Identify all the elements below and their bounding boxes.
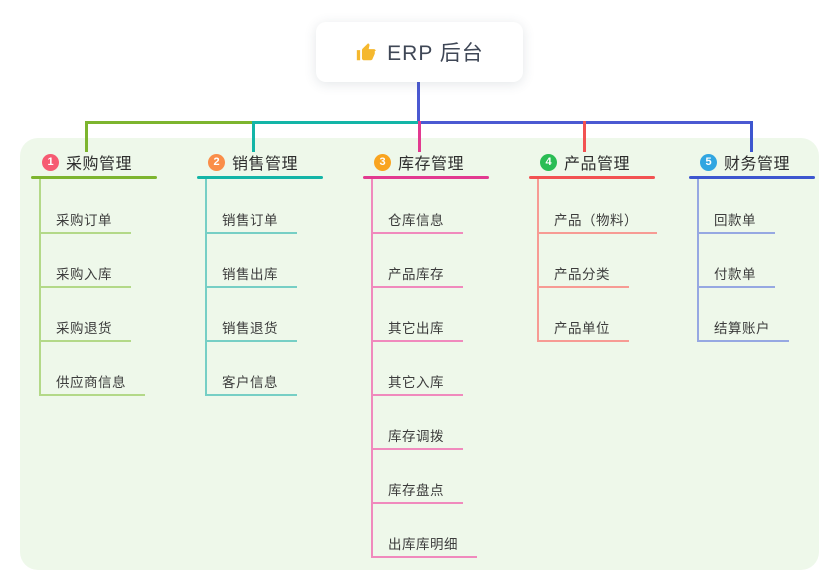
branch-child-trunk-line bbox=[537, 179, 539, 342]
child-node-label[interactable]: 销售出库 bbox=[222, 267, 278, 282]
branch-title: 采购管理 bbox=[66, 156, 133, 173]
child-node-label[interactable]: 回款单 bbox=[714, 213, 756, 228]
child-node-label[interactable]: 其它出库 bbox=[388, 321, 444, 336]
connector-drop-1 bbox=[85, 121, 88, 152]
branch-header-3[interactable]: 3 库存管理 bbox=[374, 151, 464, 173]
branch-title: 产品管理 bbox=[564, 156, 631, 173]
child-node-label[interactable]: 产品分类 bbox=[554, 267, 610, 282]
branch-underline bbox=[529, 176, 655, 179]
child-node-label[interactable]: 供应商信息 bbox=[56, 375, 126, 390]
root-node-erp[interactable]: ERP 后台 bbox=[316, 22, 523, 82]
child-node-underline bbox=[205, 232, 297, 234]
child-node-label[interactable]: 产品库存 bbox=[388, 267, 444, 282]
child-node-label[interactable]: 销售订单 bbox=[222, 213, 278, 228]
branch-header-1[interactable]: 1 采购管理 bbox=[42, 151, 132, 173]
child-node-underline bbox=[371, 232, 463, 234]
child-node-underline bbox=[39, 340, 131, 342]
branch-number-badge: 5 bbox=[700, 153, 717, 171]
connector-root-stem bbox=[417, 82, 420, 122]
connector-drop-2 bbox=[252, 121, 255, 152]
child-node-label[interactable]: 出库库明细 bbox=[388, 537, 458, 552]
child-node-underline bbox=[537, 340, 629, 342]
child-node-underline bbox=[537, 286, 629, 288]
child-node-underline bbox=[371, 394, 463, 396]
child-node-underline bbox=[371, 502, 463, 504]
branch-title: 财务管理 bbox=[724, 156, 791, 173]
branch-header-4[interactable]: 4 产品管理 bbox=[540, 151, 630, 173]
branch-child-trunk-line bbox=[371, 179, 373, 558]
child-node-label[interactable]: 采购订单 bbox=[56, 213, 112, 228]
branch-number-badge: 4 bbox=[540, 153, 557, 171]
child-node-underline bbox=[39, 286, 131, 288]
child-node-underline bbox=[39, 232, 131, 234]
child-node-underline bbox=[697, 232, 775, 234]
connector-drop-5 bbox=[750, 121, 753, 152]
thumbs-up-icon bbox=[355, 41, 377, 63]
branch-title: 库存管理 bbox=[398, 156, 465, 173]
branch-underline bbox=[689, 176, 815, 179]
child-node-underline bbox=[537, 232, 657, 234]
child-node-label[interactable]: 采购入库 bbox=[56, 267, 112, 282]
branch-number-badge: 3 bbox=[374, 153, 391, 171]
connector-top-middle bbox=[252, 121, 420, 124]
branch-underline bbox=[31, 176, 157, 179]
root-node-label: ERP 后台 bbox=[387, 42, 484, 65]
child-node-label[interactable]: 结算账户 bbox=[714, 321, 770, 336]
child-node-label[interactable]: 库存调拨 bbox=[388, 429, 444, 444]
child-node-underline bbox=[697, 340, 789, 342]
child-node-underline bbox=[39, 394, 145, 396]
child-node-underline bbox=[371, 340, 463, 342]
connector-drop-4 bbox=[583, 121, 586, 152]
branch-header-5[interactable]: 5 财务管理 bbox=[700, 151, 790, 173]
child-node-label[interactable]: 产品单位 bbox=[554, 321, 610, 336]
branch-header-2[interactable]: 2 销售管理 bbox=[208, 151, 298, 173]
branch-underline bbox=[363, 176, 489, 179]
child-node-underline bbox=[371, 556, 477, 558]
child-node-underline bbox=[205, 286, 297, 288]
connector-top-left bbox=[85, 121, 254, 124]
branch-number-badge: 2 bbox=[208, 153, 225, 171]
child-node-underline bbox=[697, 286, 775, 288]
child-node-label[interactable]: 销售退货 bbox=[222, 321, 278, 336]
child-node-underline bbox=[205, 340, 297, 342]
branches-panel bbox=[20, 138, 819, 570]
branch-child-trunk-line bbox=[697, 179, 699, 342]
child-node-underline bbox=[371, 286, 463, 288]
child-node-label[interactable]: 库存盘点 bbox=[388, 483, 444, 498]
child-node-label[interactable]: 付款单 bbox=[714, 267, 756, 282]
child-node-underline bbox=[205, 394, 297, 396]
child-node-underline bbox=[371, 448, 463, 450]
child-node-label[interactable]: 采购退货 bbox=[56, 321, 112, 336]
branch-underline bbox=[197, 176, 323, 179]
connector-drop-3 bbox=[418, 121, 421, 152]
child-node-label[interactable]: 产品（物料） bbox=[554, 213, 638, 228]
child-node-label[interactable]: 其它入库 bbox=[388, 375, 444, 390]
child-node-label[interactable]: 仓库信息 bbox=[388, 213, 444, 228]
branch-title: 销售管理 bbox=[232, 156, 299, 173]
branch-number-badge: 1 bbox=[42, 153, 59, 171]
child-node-label[interactable]: 客户信息 bbox=[222, 375, 278, 390]
